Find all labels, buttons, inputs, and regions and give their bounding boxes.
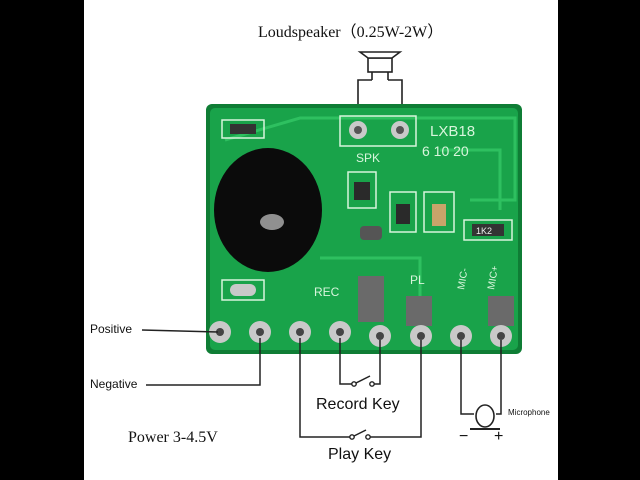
- board-mic-pos-text: MIC+: [486, 265, 501, 291]
- play-key-label: Play Key: [328, 446, 392, 463]
- record-switch-symbol: [339, 338, 381, 387]
- loudspeaker-label: Loudspeaker（0.25W-2W）: [258, 24, 444, 41]
- mic-plus-label: +: [494, 428, 504, 445]
- microphone-label: Microphone: [508, 408, 550, 417]
- negative-label: Negative: [90, 377, 138, 391]
- board-spk-text: SPK: [356, 151, 380, 165]
- board-rec-text: REC: [314, 285, 340, 299]
- record-key-label: Record Key: [316, 396, 400, 413]
- board-resistor-code: 1K2: [476, 226, 492, 236]
- board-mic-neg-text: MIC-: [456, 267, 471, 290]
- board-durations-text: 6 10 20: [422, 143, 469, 159]
- header-pins: [209, 321, 512, 347]
- positive-label: Positive: [90, 322, 133, 336]
- board-model-text: LXB18: [430, 123, 475, 140]
- board-pl-text: PL: [410, 273, 425, 287]
- power-label: Power 3-4.5V: [128, 429, 218, 446]
- speaker-icon: [357, 51, 403, 80]
- pcb-board: LXB18 6 10 20 SPK REC PL MIC- MIC+ 1K2: [206, 104, 522, 354]
- microphone-icon: [460, 340, 502, 430]
- positive-leader: [141, 329, 219, 333]
- negative-leader: [146, 338, 261, 386]
- mic-minus-label: −: [459, 428, 469, 445]
- play-switch-symbol: [299, 338, 422, 440]
